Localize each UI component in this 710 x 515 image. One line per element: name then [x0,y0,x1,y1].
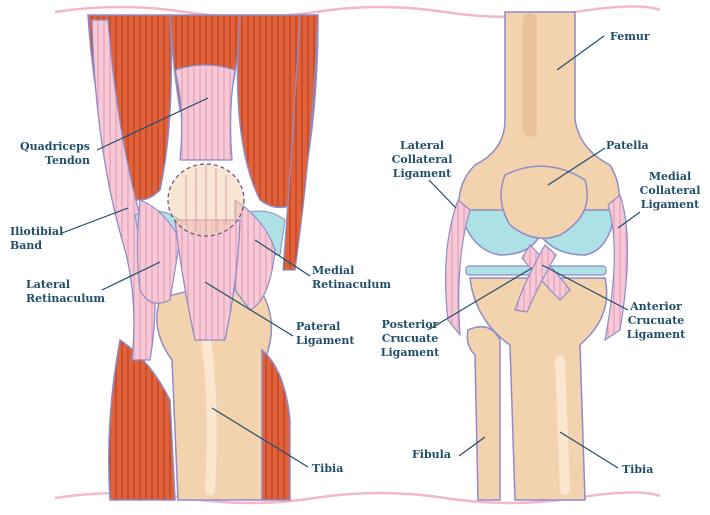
right-knee-view [444,11,629,501]
gastrocnemius-muscle [261,348,291,501]
leader-lateral-retinaculum [101,261,161,291]
right-patella-shape [500,165,588,240]
fibula-shape [466,325,501,501]
label-medial-collateral-ligament: Medial Collateral Ligament [639,170,701,211]
lateral-retinaculum-shape [136,199,181,304]
medial-retinaculum-shape [234,198,276,311]
patellar-ligament-shape [174,219,241,341]
label-patella: Patella [606,139,649,152]
label-quadriceps-tendon: Quadriceps Tendon [20,140,90,167]
quadriceps-tendon-shape [174,64,236,161]
label-anterior-cruciate-ligament: Anterior Crucuate Ligament [626,300,686,341]
leader-femur [556,35,605,71]
leader-fibula [458,436,486,457]
leader-tibia-right [559,431,619,469]
label-iliotibial-band: Iliotibial Band [10,225,64,252]
label-femur: Femur [610,30,650,43]
leader-medial-retinaculum [254,239,311,277]
label-tibia-right: Tibia [622,463,654,476]
sartorius-muscle [282,14,319,271]
label-tibia-left: Tibia [312,462,344,475]
leader-posterior-cruciate [427,267,533,331]
posterior-cruciate-ligament-shape [514,244,557,313]
medial-collateral-ligament-shape [604,193,629,342]
tibialis-muscle [108,338,176,501]
label-medial-retinaculum: Medial Retinaculum [312,264,392,291]
left-knee-view [87,14,319,501]
label-lateral-collateral-ligament: Lateral Collateral Ligament [391,139,453,180]
leader-quadriceps-tendon [96,97,209,151]
label-lateral-retinaculum: Lateral Retinaculum [26,278,106,305]
leader-tibia-left [211,407,309,468]
label-posterior-cruciate-ligament: Posterior Crucuate Ligament [380,318,440,359]
leader-iliotibial-band [61,207,129,234]
leader-patella [547,147,606,186]
leader-lateral-collateral [428,179,457,209]
leader-lines [61,35,641,469]
leader-pateral-ligament [204,281,294,337]
label-pateral-ligament: Pateral Ligament [296,320,355,347]
leader-medial-collateral [617,211,641,229]
lateral-collateral-ligament-shape [444,198,471,337]
right-tibia-shape [469,277,608,501]
leader-anterior-cruciate [541,264,629,311]
label-fibula: Fibula [412,448,451,461]
